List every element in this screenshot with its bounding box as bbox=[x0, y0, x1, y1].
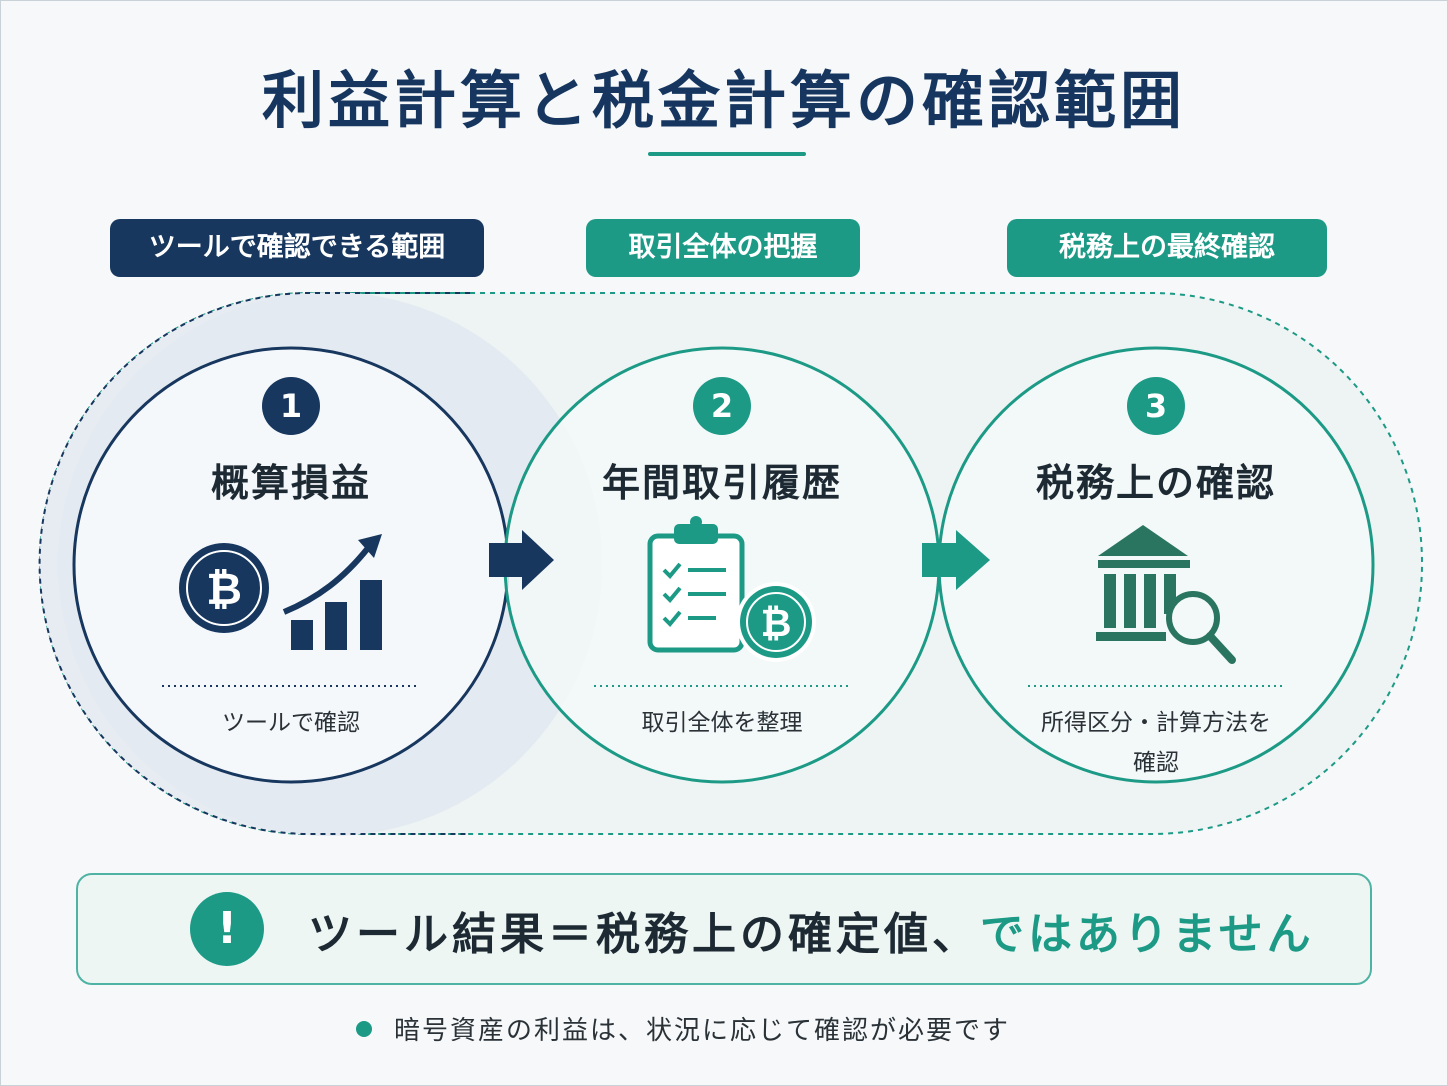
notice-text-main: ツール結果＝税務上の確定値、 bbox=[308, 909, 980, 960]
footnote-text: 暗号資産の利益は、状況に応じて確認が必要です bbox=[394, 1016, 1011, 1046]
step-2-number: 2 bbox=[693, 377, 751, 435]
arrow-1-to-2 bbox=[489, 530, 554, 590]
notice-text: ツール結果＝税務上の確定値、ではありません bbox=[308, 898, 1315, 962]
bank-magnifier-icon bbox=[1096, 525, 1236, 664]
svg-text:₿: ₿ bbox=[206, 564, 242, 615]
step-2-heading: 年間取引履歴 bbox=[601, 461, 842, 505]
notice-text-accent: ではありません bbox=[980, 909, 1315, 960]
step-1-heading: 概算損益 bbox=[210, 461, 371, 505]
label-final-tax-check: 税務上の最終確認 bbox=[1007, 219, 1327, 277]
step-1-number: 1 bbox=[262, 377, 320, 435]
exclamation-icon: ! bbox=[190, 892, 264, 966]
step-3-caption: 所得区分・計算方法を 確認 bbox=[1006, 703, 1306, 783]
tool-range-dashed-edge bbox=[38, 292, 470, 835]
label-tool-range: ツールで確認できる範囲 bbox=[110, 219, 484, 277]
step-2-caption: 取引全体を整理 bbox=[641, 710, 803, 736]
clipboard-checklist-bitcoin-icon: ₿ bbox=[647, 516, 816, 662]
step-3-heading: 税務上の確認 bbox=[1035, 461, 1276, 505]
footnote-bullet bbox=[356, 1021, 372, 1037]
bitcoin-growth-chart-icon: ₿ bbox=[179, 534, 382, 650]
notice-box bbox=[76, 873, 1372, 985]
title-underline bbox=[648, 152, 806, 156]
step-3-number: 3 bbox=[1127, 377, 1185, 435]
svg-text:₿: ₿ bbox=[761, 601, 792, 645]
step-3-caption-line2: 確認 bbox=[1133, 750, 1179, 776]
arrow-2-to-3 bbox=[922, 530, 990, 590]
label-whole-transactions: 取引全体の把握 bbox=[586, 219, 860, 277]
page-title: 利益計算と税金計算の確認範囲 bbox=[261, 64, 1186, 137]
step-3-caption-line1: 所得区分・計算方法を bbox=[1041, 710, 1271, 736]
step-1-caption: ツールで確認 bbox=[222, 710, 360, 736]
